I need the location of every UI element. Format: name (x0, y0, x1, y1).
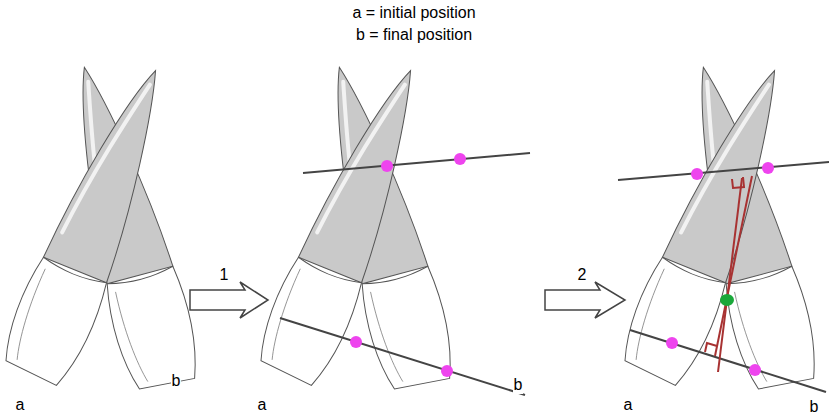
position-label: b (171, 372, 182, 390)
reference-point (666, 337, 678, 349)
reference-point (762, 162, 774, 174)
legend-text: a = initial position (351, 4, 476, 22)
teeth-figure (615, 56, 824, 395)
reference-point (350, 336, 362, 348)
bisector-line (718, 178, 742, 372)
step-number: 1 (219, 266, 230, 284)
position-label: b (809, 398, 820, 416)
reference-line (303, 153, 530, 173)
step-arrow (545, 282, 625, 318)
reference-point (441, 365, 453, 377)
teeth-figure (251, 56, 460, 395)
teeth-figure (0, 56, 206, 395)
position-label: a (623, 396, 634, 414)
legend-text: b = final position (355, 26, 473, 44)
reference-point (381, 160, 393, 172)
position-label: a (257, 396, 268, 414)
bisector-line (715, 176, 752, 356)
position-label: a (15, 396, 26, 414)
right-angle-mark (732, 177, 744, 188)
reference-point (749, 364, 761, 376)
reference-point (691, 168, 703, 180)
position-label: b (513, 376, 524, 394)
reference-line (618, 162, 829, 180)
step-number: 2 (577, 266, 588, 284)
reference-line (280, 318, 525, 395)
rotation-center (720, 294, 734, 306)
reference-line (630, 330, 826, 392)
reference-point (454, 153, 466, 165)
right-angle-mark (705, 343, 717, 352)
step-arrow (190, 282, 268, 318)
